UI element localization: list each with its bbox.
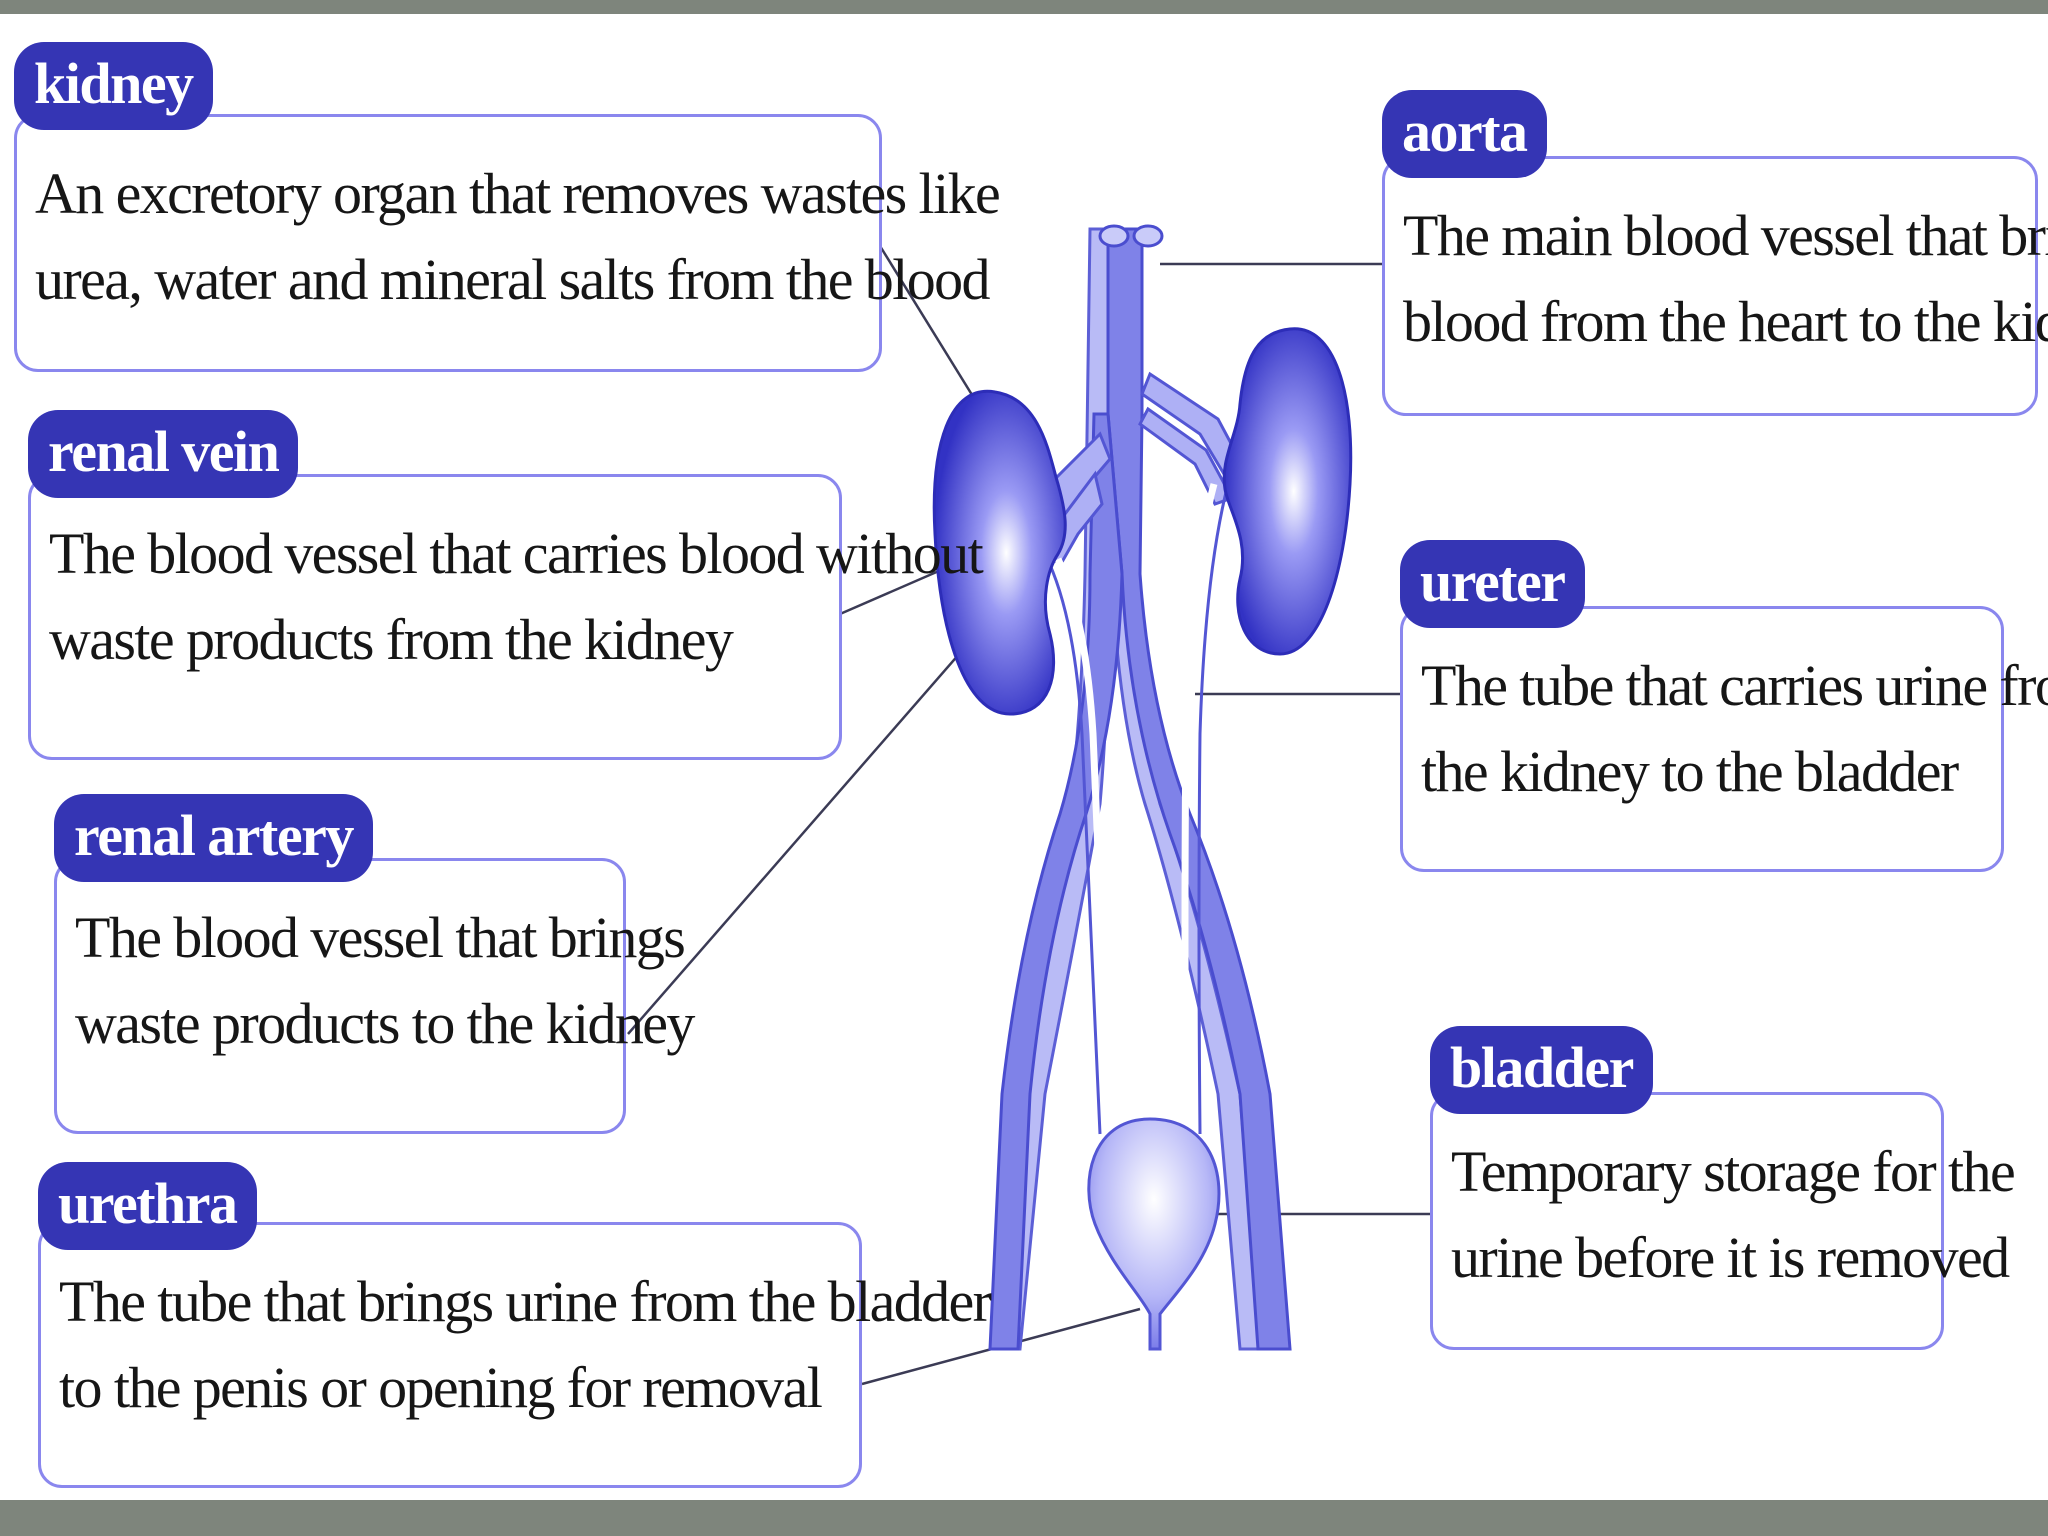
kidney-description-line-1: An excretory organ that removes wastes l…: [35, 161, 1001, 226]
callout-ureter-box: The tube that carries urine from the kid…: [1400, 606, 2048, 872]
urethra-description-line-1: The tube that brings urine from the blad…: [59, 1269, 992, 1334]
callout-bladder: Temporary storage for the urine before i…: [1430, 1026, 2016, 1350]
urethra-label-tag: urethra: [38, 1162, 257, 1250]
aorta-description-line-2: blood from the heart to the kidney: [1403, 289, 2048, 354]
callout-renal-vein: The blood vessel that carries blood with…: [28, 410, 984, 760]
bladder-description-line-1: Temporary storage for the: [1451, 1139, 2016, 1204]
ureters: [1043, 483, 1230, 1135]
ureter-description-line-1: The tube that carries urine from: [1421, 653, 2048, 718]
ureter-label-tag: ureter: [1400, 540, 1585, 628]
callout-ureter: The tube that carries urine from the kid…: [1400, 540, 2048, 872]
urethra-description-line-2: to the penis or opening for removal: [59, 1355, 823, 1420]
aorta-shape: [988, 224, 1292, 1351]
renal-artery-description-line-2: waste products to the kidney: [75, 991, 695, 1056]
callout-aorta-box: The main blood vessel that brings blood …: [1382, 156, 2048, 416]
bladder-shape: [1087, 1117, 1221, 1351]
aorta-label-tag: aorta: [1382, 90, 1547, 178]
callout-aorta: The main blood vessel that brings blood …: [1382, 90, 2048, 416]
ureter-right: [1197, 483, 1230, 1135]
renal-artery-label-tag: renal artery: [54, 794, 373, 882]
ureter-left: [1043, 553, 1102, 1135]
callout-urethra: The tube that brings urine from the blad…: [38, 1162, 992, 1488]
kidney-label-tag: kidney: [14, 42, 213, 130]
callout-renal-vein-box: The blood vessel that carries blood with…: [28, 474, 984, 760]
callout-renal-artery: The blood vessel that brings waste produ…: [54, 794, 695, 1134]
callout-bladder-box: Temporary storage for the urine before i…: [1430, 1092, 2016, 1350]
callout-urethra-box: The tube that brings urine from the blad…: [38, 1222, 992, 1488]
callout-kidney-box: An excretory organ that removes wastes l…: [14, 114, 1001, 372]
aorta-opening-left: [1098, 224, 1130, 248]
kidney-left: [932, 389, 1067, 716]
aorta-opening-right: [1132, 224, 1164, 248]
ureter-description-line-2: the kidney to the bladder: [1421, 739, 1959, 804]
urinary-system-diagram: [627, 224, 1432, 1386]
bottom-frame-bar: [0, 1500, 2048, 1536]
bladder-description-line-2: urine before it is removed: [1451, 1225, 2010, 1290]
renal-vein-label-tag: renal vein: [28, 410, 299, 498]
renal-vein-description-line-1: The blood vessel that carries blood with…: [49, 521, 984, 586]
ureter-left-inner: [1054, 557, 1114, 1135]
kidney-right: [1222, 327, 1353, 656]
diagram-page: An excretory organ that removes wastes l…: [0, 14, 2048, 1500]
callout-kidney: An excretory organ that removes wastes l…: [14, 42, 1001, 372]
bladder-label-tag: bladder: [1430, 1026, 1653, 1114]
renal-vein-description-line-2: waste products from the kidney: [49, 607, 734, 672]
ureter-right-inner: [1181, 483, 1218, 1135]
callout-renal-artery-box: The blood vessel that brings waste produ…: [54, 858, 695, 1134]
aorta-description-line-1: The main blood vessel that brings: [1403, 203, 2048, 268]
renal-artery-description-line-1: The blood vessel that brings: [75, 905, 686, 970]
kidney-description-line-2: urea, water and mineral salts from the b…: [35, 247, 991, 312]
